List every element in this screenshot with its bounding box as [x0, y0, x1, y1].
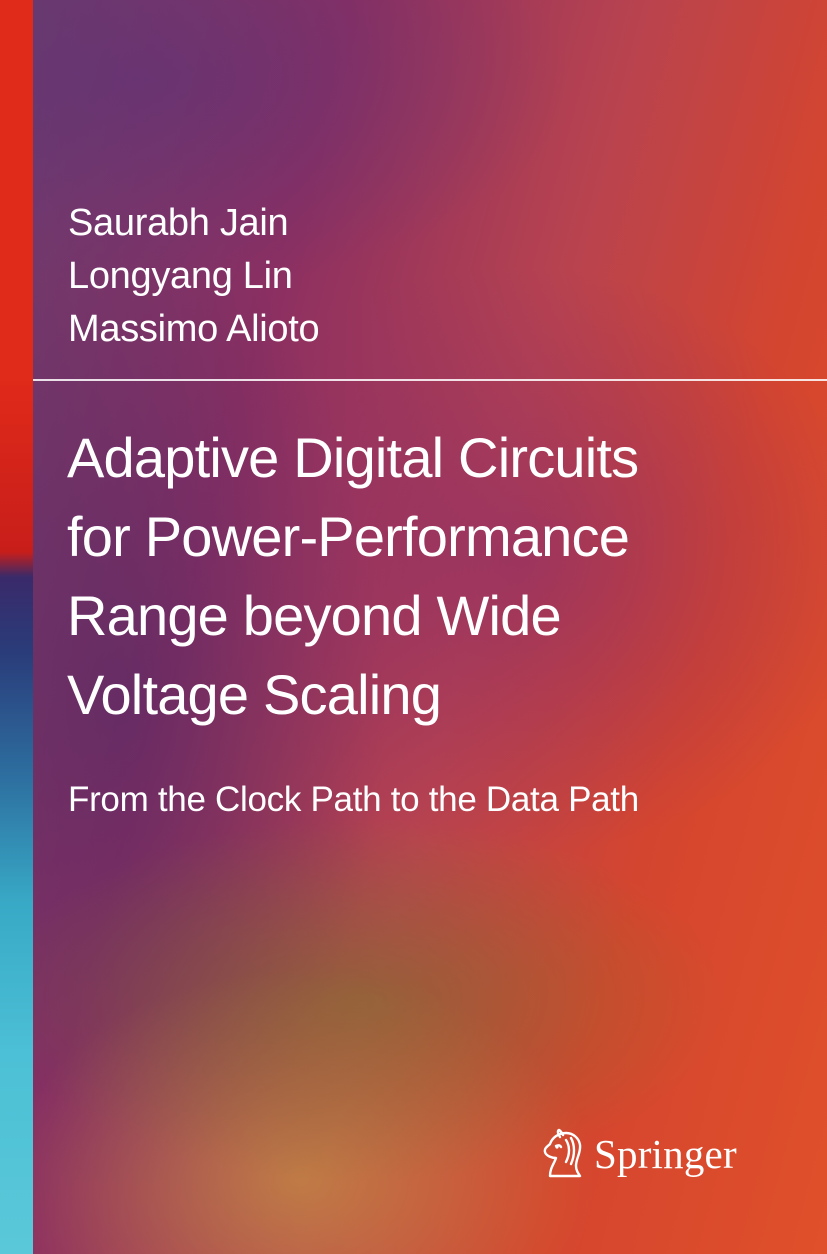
author-name: Massimo Alioto [68, 308, 320, 350]
divider-line [33, 379, 827, 381]
title-line: Range beyond Wide [67, 584, 562, 647]
book-title: Adaptive Digital Circuits for Power-Perf… [67, 418, 807, 734]
author-list: Saurabh Jain Longyang Lin Massimo Alioto [68, 197, 320, 356]
author-name: Longyang Lin [68, 255, 293, 297]
publisher-logo: Springer [540, 1124, 737, 1184]
title-line: Adaptive Digital Circuits [67, 426, 639, 489]
spine-color-strip [0, 0, 33, 1254]
title-line: Voltage Scaling [67, 663, 442, 726]
publisher-name: Springer [594, 1131, 737, 1177]
title-line: for Power-Performance [67, 505, 630, 568]
springer-horse-icon [543, 1128, 582, 1178]
book-subtitle: From the Clock Path to the Data Path [68, 780, 639, 819]
author-name: Saurabh Jain [68, 202, 289, 244]
